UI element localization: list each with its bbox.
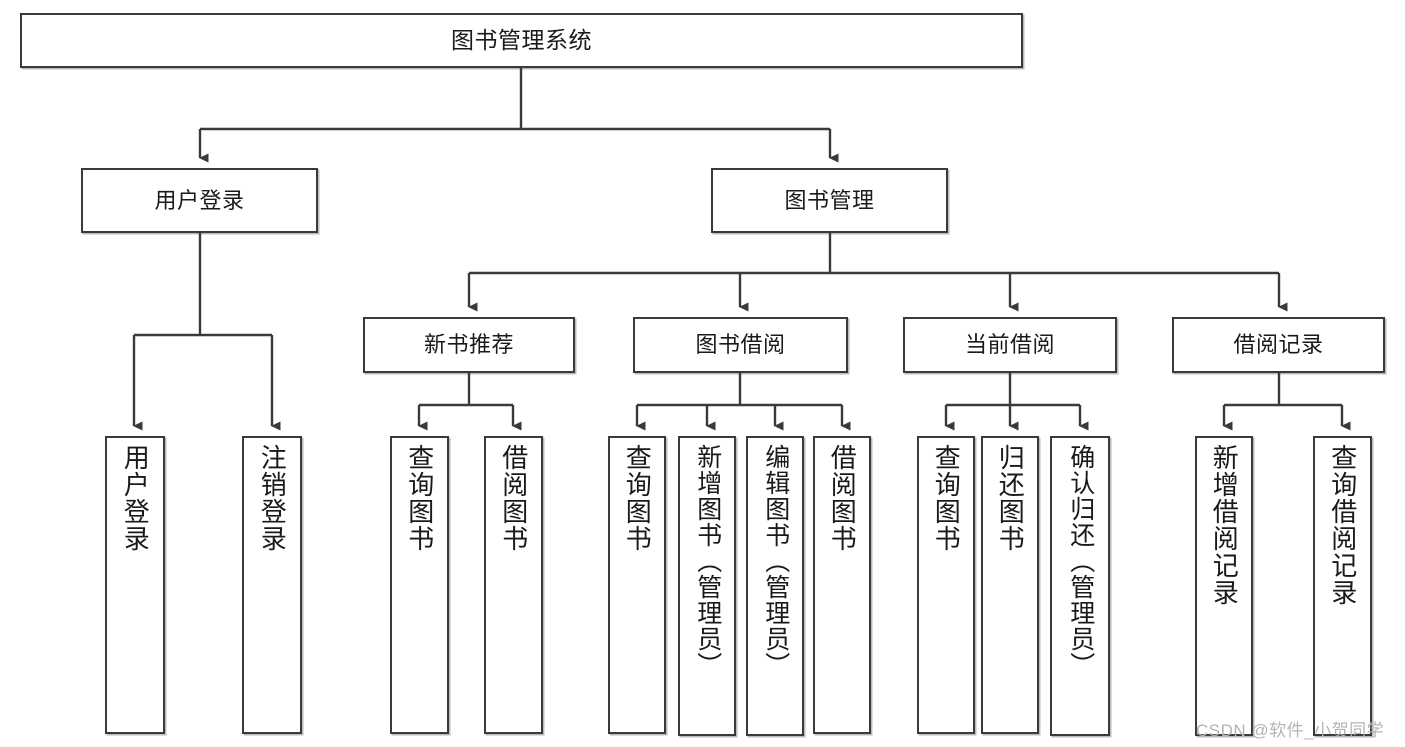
leaf-confirm-return-admin[interactable]: 确认归还（管理员）: [1050, 436, 1110, 736]
node-label: 借阅图书: [827, 444, 858, 552]
node-book-borrow[interactable]: 图书借阅: [633, 317, 848, 373]
node-label: 归还图书: [995, 444, 1026, 552]
node-label: 图书管理系统: [451, 27, 592, 54]
node-label: 查询图书: [622, 444, 653, 552]
node-label: 查询图书: [931, 444, 962, 552]
node-label: 注销登录: [257, 444, 288, 552]
node-label: 编辑图书（管理员）: [761, 444, 790, 678]
node-label: 新书推荐: [423, 332, 514, 358]
leaf-add-book-admin[interactable]: 新增图书（管理员）: [678, 436, 736, 736]
node-label: 查询图书: [404, 444, 435, 552]
leaf-add-borrow-record[interactable]: 新增借阅记录: [1195, 436, 1253, 736]
leaf-user-login[interactable]: 用户登录: [105, 436, 165, 734]
leaf-return-book[interactable]: 归还图书: [981, 436, 1039, 734]
leaf-query-book-current[interactable]: 查询图书: [917, 436, 975, 734]
node-label: 当前借阅: [964, 332, 1055, 358]
node-user-login[interactable]: 用户登录: [81, 168, 318, 233]
node-label: 用户登录: [120, 444, 151, 552]
node-book-management[interactable]: 图书管理: [711, 168, 948, 233]
node-new-book-recommend[interactable]: 新书推荐: [363, 317, 575, 373]
node-label: 确认归还（管理员）: [1066, 444, 1095, 678]
node-label: 图书管理: [784, 187, 875, 213]
node-label: 查询借阅记录: [1327, 444, 1358, 606]
node-label: 图书借阅: [695, 332, 786, 358]
leaf-query-book-recommend[interactable]: 查询图书: [390, 436, 449, 734]
leaf-query-book-borrow[interactable]: 查询图书: [608, 436, 666, 734]
leaf-edit-book-admin[interactable]: 编辑图书（管理员）: [746, 436, 804, 736]
leaf-borrow-book[interactable]: 借阅图书: [813, 436, 871, 734]
leaf-logout[interactable]: 注销登录: [242, 436, 302, 734]
node-current-borrow[interactable]: 当前借阅: [903, 317, 1117, 373]
node-root-system[interactable]: 图书管理系统: [20, 13, 1023, 68]
leaf-query-borrow-record[interactable]: 查询借阅记录: [1313, 436, 1372, 736]
node-label: 借阅图书: [498, 444, 529, 552]
node-label: 借阅记录: [1233, 332, 1324, 358]
node-label: 用户登录: [154, 187, 245, 213]
node-label: 新增图书（管理员）: [693, 444, 722, 678]
node-borrow-record[interactable]: 借阅记录: [1172, 317, 1385, 373]
leaf-borrow-book-recommend[interactable]: 借阅图书: [484, 436, 543, 734]
csdn-watermark: CSDN @软件_小贺同学: [1196, 721, 1385, 740]
node-label: 新增借阅记录: [1209, 444, 1240, 606]
